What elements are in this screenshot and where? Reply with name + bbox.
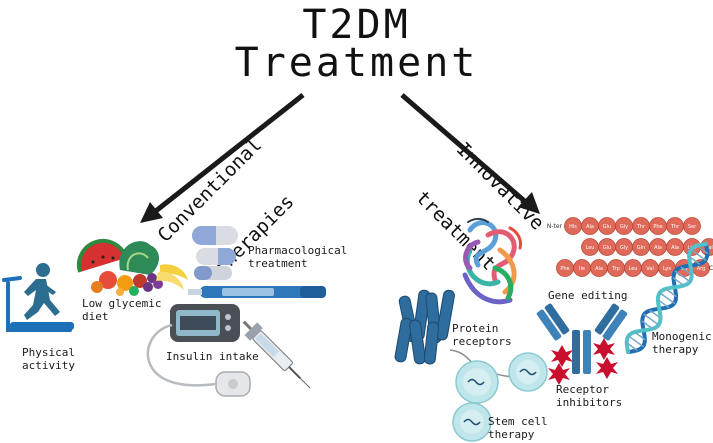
insulin-pump-icon [146,304,251,397]
runner-icon [24,263,60,320]
peptide-residue-label: Trp [611,266,620,272]
dna-rung [690,248,707,261]
antibody-icon [536,303,628,385]
dna-rung [649,309,662,319]
stem-cell-icon [452,352,548,442]
arrow-conventional [140,93,305,223]
dna-rung [643,313,660,326]
peptide-residue [683,217,701,235]
dna-rung [680,266,693,276]
peptide-residue-label: His [569,224,577,230]
protein-icon [462,218,522,305]
label-gene-editing: Gene editing [548,289,628,302]
arrow-innovative [400,93,540,214]
label-stem-cell-therapy: Stem cell therapy [488,415,548,441]
label-insulin-intake: Insulin intake [166,350,259,363]
label-low-glycemic-diet: Low glycemic diet [82,297,162,323]
peptide-residue-label: Ala [595,266,603,272]
peptide-residue-label: Thr [670,224,680,230]
pill-icon [192,226,238,280]
label-pharmacological-treatment: Pharmacological treatment [248,244,348,270]
dna-rung [688,255,701,265]
peptide-residue-label: Leu [629,266,638,272]
peptide-residue-label: Leu [586,245,595,251]
peptide-residue-label: Gln [637,245,645,251]
peptide-residue-label: Gly [620,224,628,230]
dna-icon [624,242,710,354]
peptide-residue-label: Val [646,266,654,272]
peptide-residue-label: Phe [653,224,662,230]
label-physical-activity: Physical activity [22,346,75,372]
food-icon [76,238,188,296]
peptide-residue-label: Ile [579,266,585,272]
dna-rung [627,335,644,348]
peptide-residue-label: Ala [671,245,679,251]
label-receptor-inhibitors: Receptor inhibitors [556,383,623,409]
peptide-residue-label: Lys [663,266,671,272]
peptide-residue-label: Gly [620,245,628,251]
peptide-residue [581,238,599,256]
label-protein-receptors: Protein receptors [452,322,512,348]
insulin-pen-icon [188,286,326,298]
dna-rung [696,244,709,254]
peptide-residue-label: Glu [603,224,611,230]
peptide-terminus-label: N-ter [547,223,563,230]
dna-rung [633,331,646,341]
syringe-icon [242,320,311,389]
peptide-residue-label: Ser [688,224,697,230]
peptide-terminus-label: C-ter [709,265,713,272]
peptide-residue-label: Arg [697,266,706,272]
dna-rung [641,320,654,330]
dna-rung [657,298,670,308]
dna-rung [664,288,677,298]
dna-rung [674,270,691,283]
peptide-residue-label: Phe [560,266,569,272]
dna-rung [672,277,685,287]
title-line-1: T2DM [302,2,411,48]
peptide-residue-label: Ala [654,245,662,251]
peptide-residue-label: Glu [603,245,611,251]
peptide-residue-label: Ala [586,224,594,230]
dna-rung [658,291,676,305]
title-line-2: Treatment [234,40,479,86]
treadmill-icon [2,276,74,332]
peptide-residue-label: Val [705,245,713,251]
dna-rung [625,342,638,352]
label-monogenic-therapy: Monogenic therapy [652,330,712,356]
peptide-residue-label: Thr [636,224,646,230]
